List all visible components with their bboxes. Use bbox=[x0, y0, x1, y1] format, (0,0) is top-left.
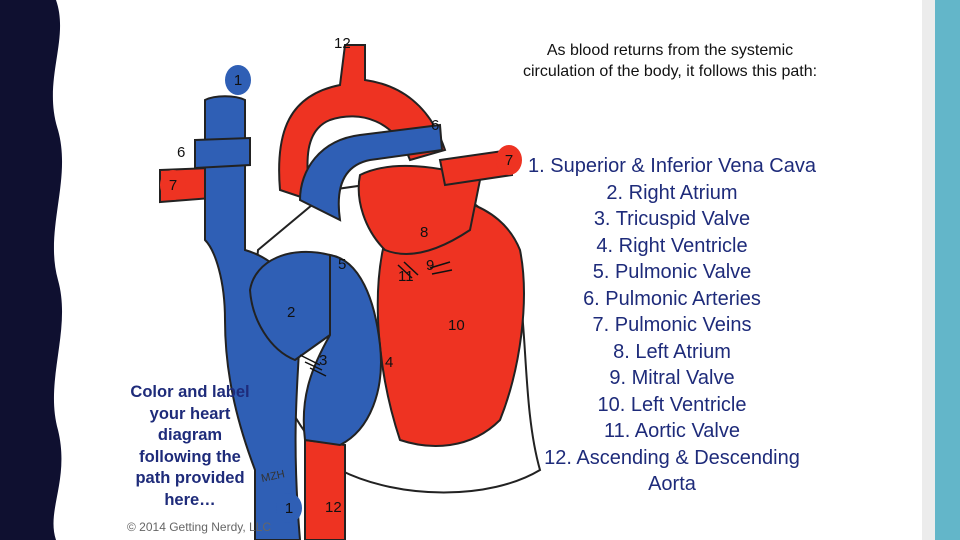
descending-aorta bbox=[304, 438, 346, 540]
blood-path-list: 1. Superior & Inferior Vena Cava 2. Righ… bbox=[524, 153, 820, 498]
path-step: 2. Right Atrium bbox=[606, 181, 738, 204]
tricuspid-valve-lines bbox=[299, 354, 327, 377]
marker-pulmonic-vein-left-text: 7 bbox=[168, 176, 178, 194]
mitral-valve-lines bbox=[429, 261, 453, 275]
label-aortic-valve: 11 bbox=[398, 268, 414, 285]
pulmonic-vein-right bbox=[438, 148, 514, 187]
label-right-atrium: 2 bbox=[287, 304, 296, 321]
decorative-left-band bbox=[0, 0, 63, 540]
right-accent-bar bbox=[935, 0, 960, 540]
vena-cava bbox=[204, 95, 302, 540]
path-step: 10. Left Ventricle bbox=[597, 393, 747, 416]
path-step: 12. Ascending & Descending Aorta bbox=[544, 446, 800, 496]
path-step: 7. Pulmonic Veins bbox=[592, 314, 752, 336]
path-step: 3. Tricuspid Valve bbox=[593, 208, 751, 230]
label-left-ventricle: 10 bbox=[448, 317, 465, 334]
pulmonic-artery-left bbox=[194, 136, 251, 170]
marker-pulmonic-vein-right: 7 bbox=[496, 145, 522, 175]
label-right-ventricle: 4 bbox=[385, 354, 394, 371]
copyright-text: © 2014 Getting Nerdy, LLC bbox=[127, 520, 272, 534]
path-step: 5. Pulmonic Valve bbox=[592, 261, 752, 283]
label-pulmonic-artery-right: 6 bbox=[431, 117, 440, 134]
label-aorta-top: 12 bbox=[334, 35, 351, 52]
label-aorta-bottom: 12 bbox=[325, 499, 342, 516]
marker-pulmonic-vein-left: 7 bbox=[160, 170, 186, 200]
pulmonary-artery bbox=[298, 123, 444, 222]
path-step: 4. Right Ventricle bbox=[596, 234, 748, 257]
label-pulmonic-valve: 5 bbox=[338, 256, 347, 273]
marker-vena-cava-bottom-text: 1 bbox=[284, 499, 294, 517]
marker-vena-cava-bottom: 1 bbox=[276, 493, 302, 523]
marker-pulmonic-vein-right-text: 7 bbox=[504, 151, 514, 169]
aortic-valve-lines bbox=[397, 261, 419, 279]
path-step: 1. Superior & Inferior Vena Cava bbox=[528, 155, 816, 177]
intro-text: As blood returns from the systemic circu… bbox=[522, 42, 818, 80]
label-mitral-valve: 9 bbox=[426, 257, 435, 274]
path-step: 9. Mitral Valve bbox=[609, 367, 735, 389]
left-atrium bbox=[357, 164, 482, 255]
left-band-shape bbox=[0, 0, 63, 540]
right-light-strip bbox=[922, 0, 935, 540]
path-step: 11. Aortic Valve bbox=[604, 420, 740, 442]
label-tricuspid-valve: 3 bbox=[319, 352, 328, 369]
path-step: 8. Left Atrium bbox=[613, 340, 731, 363]
instruction-text: Color and label your heart diagram follo… bbox=[130, 383, 250, 509]
marker-vena-cava-top-text: 1 bbox=[233, 71, 243, 89]
right-ventricle bbox=[302, 253, 382, 447]
label-left-atrium: 8 bbox=[420, 224, 429, 241]
path-step: 6. Pulmonic Arteries bbox=[583, 287, 761, 310]
label-pulmonic-artery-left: 6 bbox=[177, 144, 186, 161]
artist-signature: MZH bbox=[260, 468, 286, 485]
marker-vena-cava-top: 1 bbox=[225, 65, 251, 95]
